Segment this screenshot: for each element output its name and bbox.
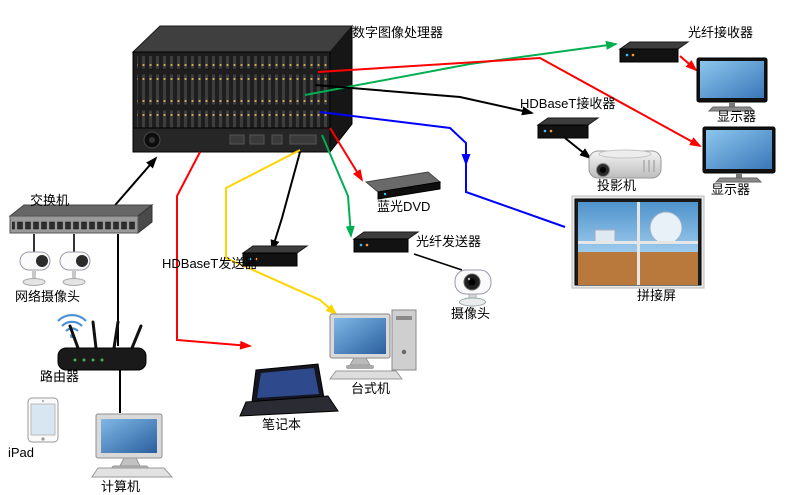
monitor-screen bbox=[706, 130, 772, 169]
laptop-device bbox=[239, 363, 339, 417]
cable-blue-to-video-wall bbox=[465, 164, 566, 228]
network-camera-device bbox=[19, 251, 51, 286]
fiber-receiver-device bbox=[618, 41, 690, 63]
monitor-top-label: 显示器 bbox=[717, 109, 757, 124]
cable-blue-from-processor bbox=[319, 111, 471, 166]
cable-green-to-fiber-transmitter bbox=[321, 134, 355, 238]
led-icon bbox=[549, 129, 553, 133]
cable-yellow-to-desktop bbox=[225, 149, 338, 316]
cable-black-camera-to-fiber-transmitter bbox=[413, 253, 463, 271]
router-device bbox=[57, 314, 147, 371]
cable-red-to-bluray bbox=[329, 127, 364, 182]
ptz-camera-label: 摄像头 bbox=[451, 306, 491, 321]
desktop-pc-label: 台式机 bbox=[351, 381, 391, 396]
led-icon bbox=[365, 243, 369, 247]
chassis-port bbox=[249, 134, 265, 145]
laptop-screen bbox=[257, 368, 319, 398]
projector-label: 投影机 bbox=[597, 178, 637, 193]
chassis-port bbox=[229, 134, 245, 145]
cable-red-to-laptop bbox=[176, 151, 252, 350]
bluray-dvd-device bbox=[364, 171, 442, 200]
video-wall-label: 拼接屏 bbox=[637, 288, 677, 303]
led-icon bbox=[100, 358, 104, 362]
led-icon bbox=[73, 358, 77, 362]
cable-black-switch-to-processor bbox=[109, 156, 158, 212]
cable-red-to-right-monitor bbox=[317, 56, 702, 147]
hdbaset-receiver-label: HDBaseT接收器 bbox=[520, 96, 616, 111]
monitor-top-device bbox=[696, 57, 768, 112]
monitor-right-device bbox=[702, 126, 776, 183]
cable-black-hdbaset-to-projector bbox=[564, 137, 592, 160]
cables bbox=[33, 40, 702, 413]
wall-image-circle bbox=[649, 211, 683, 245]
desktop-screen bbox=[334, 318, 386, 354]
front-camera-icon bbox=[42, 400, 44, 402]
chassis-port bbox=[289, 134, 317, 145]
camera-lens-icon bbox=[36, 255, 48, 267]
cable-black-processor-to-hdbaset-transmitter bbox=[270, 151, 301, 252]
ptz-camera-device bbox=[454, 269, 492, 307]
chassis-port bbox=[271, 134, 283, 145]
router-antennas bbox=[68, 320, 143, 350]
laptop-label: 笔记本 bbox=[262, 417, 302, 432]
camera-lens-icon bbox=[76, 255, 88, 267]
cable-black-to-hdbaset-receiver bbox=[314, 84, 534, 116]
ipad-screen bbox=[30, 403, 56, 436]
desktop-pc-device bbox=[329, 309, 417, 380]
led-icon bbox=[254, 257, 258, 261]
network-switch-device bbox=[8, 203, 154, 235]
ipad-device bbox=[27, 397, 59, 443]
chassis-card-slots bbox=[137, 56, 327, 128]
bluray-dvd-label: 蓝光DVD bbox=[377, 199, 431, 214]
monitor-right-label: 显示器 bbox=[711, 182, 751, 197]
led-icon bbox=[631, 53, 635, 57]
cable-red-fiber-receiver-to-monitor bbox=[679, 55, 698, 72]
keyboard bbox=[91, 467, 174, 478]
led-icon bbox=[82, 358, 86, 362]
chassis-fan-hub bbox=[149, 137, 155, 143]
home-button-icon bbox=[41, 437, 45, 441]
power-button-icon bbox=[401, 349, 407, 355]
router-label: 路由器 bbox=[40, 369, 80, 384]
chassis-top bbox=[131, 25, 354, 53]
led-icon bbox=[625, 53, 629, 57]
computer-label: 计算机 bbox=[101, 479, 141, 494]
computer-screen bbox=[101, 419, 157, 453]
hdbaset-transmitter-label: HDBaseT发送器 bbox=[162, 256, 258, 271]
monitor-screen bbox=[700, 61, 764, 98]
projector-device bbox=[588, 149, 662, 179]
network-camera-device bbox=[59, 251, 91, 286]
wall-bezel-horizontal bbox=[578, 241, 698, 244]
led-icon bbox=[543, 129, 547, 133]
hdbaset-receiver-device bbox=[536, 117, 600, 139]
network-cameras-label: 网络摄像头 bbox=[15, 289, 81, 304]
fiber-receiver-label: 光纤接收器 bbox=[688, 25, 754, 40]
led-icon bbox=[359, 243, 363, 247]
laptop-base bbox=[239, 395, 339, 417]
keyboard bbox=[329, 370, 403, 380]
led-icon bbox=[91, 358, 95, 362]
cable-green-to-fiber-receiver bbox=[304, 40, 618, 96]
video-wall-device bbox=[571, 195, 705, 289]
computer-device bbox=[91, 413, 174, 478]
hdbaset-transmitter-device bbox=[241, 245, 309, 267]
digital-image-processor-device bbox=[131, 24, 354, 154]
fiber-transmitter-label: 光纤发送器 bbox=[416, 234, 482, 249]
led-icon bbox=[383, 192, 387, 196]
ipad-label: iPad bbox=[8, 445, 35, 460]
processor-label: 数字图像处理器 bbox=[352, 25, 444, 40]
led-icon bbox=[248, 257, 252, 261]
switch-label: 交换机 bbox=[30, 193, 70, 208]
fiber-transmitter-device bbox=[352, 231, 420, 253]
switch-ports bbox=[12, 216, 136, 232]
